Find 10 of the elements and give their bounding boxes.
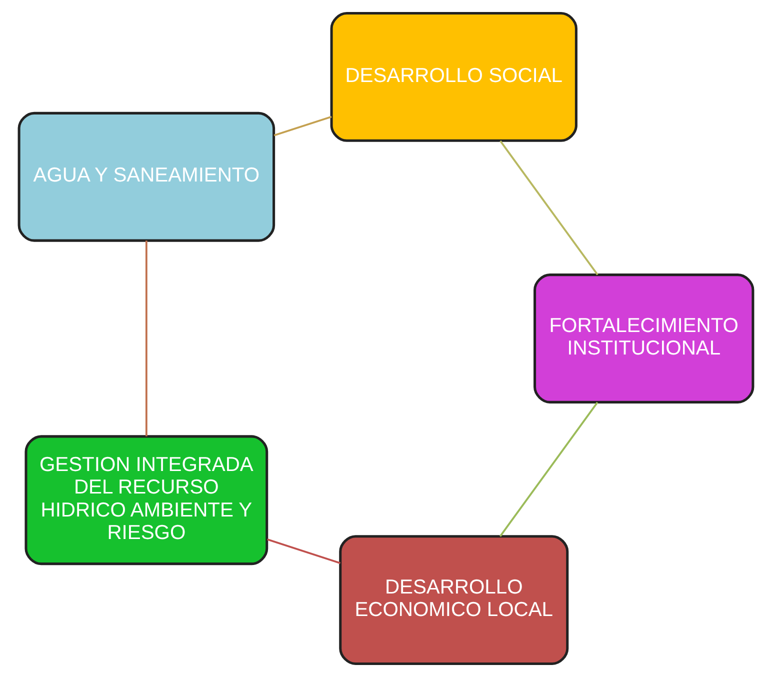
node-box: DESARROLLO ECONOMICO LOCAL — [339, 535, 569, 665]
connector — [499, 402, 598, 537]
node-box: FORTALECIMIENTO INSTITUCIONAL — [534, 274, 754, 404]
connector — [267, 538, 341, 564]
connector — [274, 116, 332, 136]
node-box: DESARROLLO SOCIAL — [330, 12, 578, 142]
node-box: AGUA Y SANEAMIENTO — [18, 112, 276, 242]
connector — [500, 140, 598, 276]
connector — [145, 240, 148, 436]
node-box: GESTION INTEGRADA DEL RECURSO HIDRICO AMBIENTE Y RIESGO — [24, 435, 268, 566]
